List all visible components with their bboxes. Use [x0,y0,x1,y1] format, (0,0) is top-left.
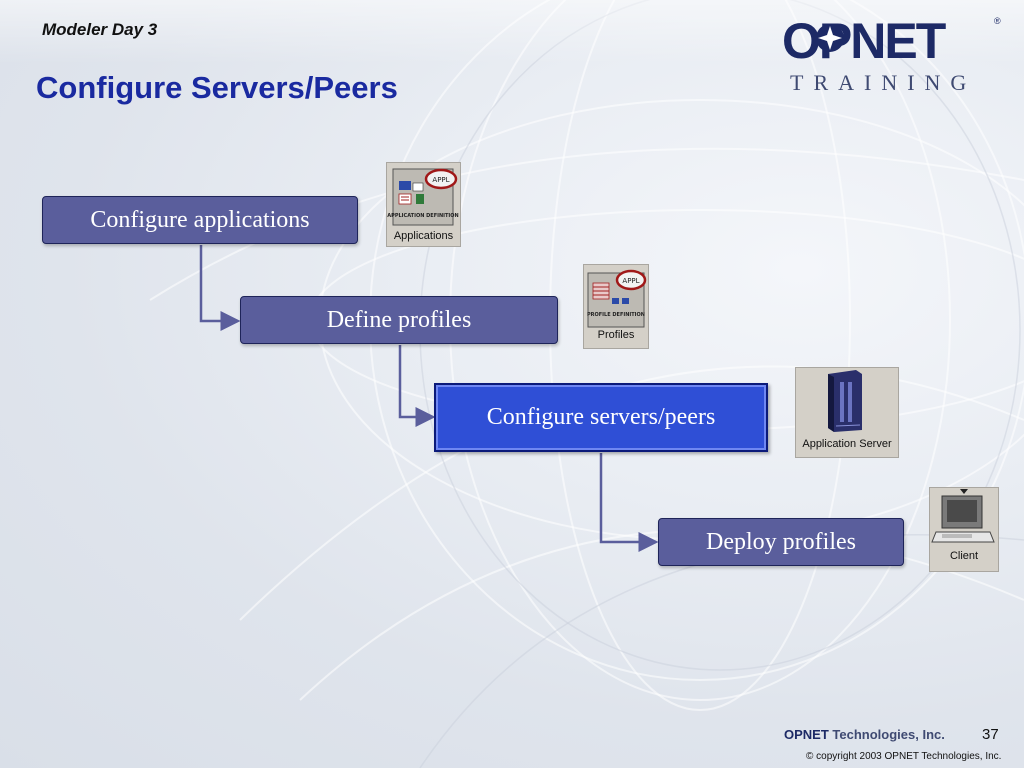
opnet-training-logo: OPNET ® TRAINING [782,13,1001,95]
logo-star-icon [816,24,844,52]
tile-caption: Client [949,550,979,562]
step-configure-servers-peers[interactable]: Configure servers/peers [434,383,768,452]
svg-text:TRAINING: TRAINING [790,70,976,95]
section-label: Modeler Day 3 [42,20,158,39]
client-workstation-icon [931,489,995,543]
step-configure-applications[interactable]: Configure applications [42,196,358,244]
footer-company-rest: Technologies, Inc. [832,727,945,742]
svg-text:APPL: APPL [432,176,449,184]
step-label: Deploy profiles [706,528,856,555]
client-tile[interactable]: Client [929,487,999,572]
svg-text:®: ® [994,16,1001,26]
header-band [0,0,1024,64]
profile-definition-icon: PROFILE DEFINITION APPL [587,269,647,328]
footer-company-name: OPNET Technologies, Inc. [784,727,945,742]
page-number: 37 [982,726,999,743]
tile-caption: Profiles [597,329,635,341]
step-deploy-profiles[interactable]: Deploy profiles [658,518,904,566]
tile-caption: Application Server [802,438,892,450]
applications-tile[interactable]: APPLICATION DEFINITION APPL Applications [386,162,461,247]
step-label: Configure applications [90,206,310,233]
step-label: Define profiles [326,306,472,333]
step-label: Configure servers/peers [486,404,716,430]
svg-text:APPLICATION DEFINITION: APPLICATION DEFINITION [387,213,458,219]
application-server-tile[interactable]: Application Server [795,367,899,458]
page-title: Configure Servers/Peers [36,70,398,105]
svg-text:APPL: APPL [622,277,639,285]
application-definition-icon: APPLICATION DEFINITION APPL [387,168,459,226]
step-define-profiles[interactable]: Define profiles [240,296,558,344]
svg-text:OPNET: OPNET [782,13,946,69]
server-icon [828,370,862,432]
profiles-tile[interactable]: PROFILE DEFINITION APPL Profiles [583,264,649,349]
tile-caption: Applications [393,230,454,242]
svg-text:PROFILE DEFINITION: PROFILE DEFINITION [587,312,645,318]
copyright-notice: © copyright 2003 OPNET Technologies, Inc… [806,751,1002,762]
footer-company-prefix: OPNET [784,727,829,742]
